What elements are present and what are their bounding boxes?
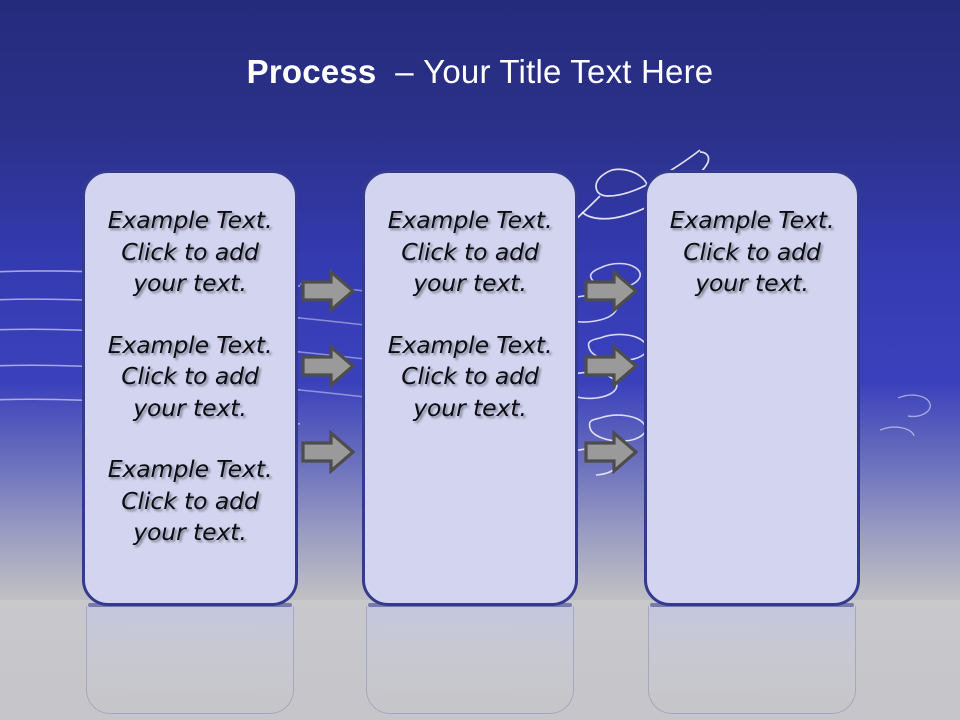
- process-box-1-paragraph-2[interactable]: Example Text. Click to add your text.: [107, 330, 273, 422]
- page-title-light: Your Title Text Here: [423, 53, 714, 90]
- arrow-right-icon: [301, 269, 355, 313]
- connector-arrow-1-top: [301, 269, 355, 313]
- process-box-3-paragraph-1[interactable]: Example Text. Click to add your text.: [669, 206, 835, 297]
- process-box-2-content: Example Text. Click to add your text. Ex…: [375, 205, 565, 424]
- box-reflection-1: [86, 606, 294, 714]
- process-box-3[interactable]: Example Text. Click to add your text.: [644, 170, 860, 606]
- page-title-dash: –: [395, 53, 414, 90]
- connector-arrow-2-middle: [584, 344, 638, 388]
- process-box-2[interactable]: Example Text. Click to add your text. Ex…: [362, 170, 578, 606]
- connector-arrow-1-bottom: [301, 430, 355, 474]
- process-box-2-paragraph-2[interactable]: Example Text. Click to add your text.: [387, 330, 553, 422]
- arrow-right-icon: [584, 344, 638, 388]
- process-box-1[interactable]: Example Text. Click to add your text. Ex…: [82, 170, 298, 606]
- arrow-right-icon: [584, 430, 638, 474]
- connector-arrow-1-middle: [301, 344, 355, 388]
- connector-arrow-2-bottom: [584, 430, 638, 474]
- process-box-3-content: Example Text. Click to add your text.: [657, 205, 847, 300]
- box-reflection-2: [366, 606, 574, 714]
- box-reflection-3: [648, 606, 856, 714]
- arrow-right-icon: [584, 269, 638, 313]
- arrow-right-icon: [301, 430, 355, 474]
- arrow-right-icon: [301, 344, 355, 388]
- page-title-bold: Process: [246, 53, 377, 90]
- process-box-1-paragraph-1[interactable]: Example Text. Click to add your text.: [107, 206, 273, 297]
- page-title: Process – Your Title Text Here: [0, 52, 960, 92]
- process-box-1-content: Example Text. Click to add your text. Ex…: [95, 205, 285, 549]
- process-box-2-paragraph-1[interactable]: Example Text. Click to add your text.: [387, 206, 553, 297]
- process-box-1-paragraph-3[interactable]: Example Text. Click to add your text.: [107, 455, 273, 546]
- connector-arrow-2-top: [584, 269, 638, 313]
